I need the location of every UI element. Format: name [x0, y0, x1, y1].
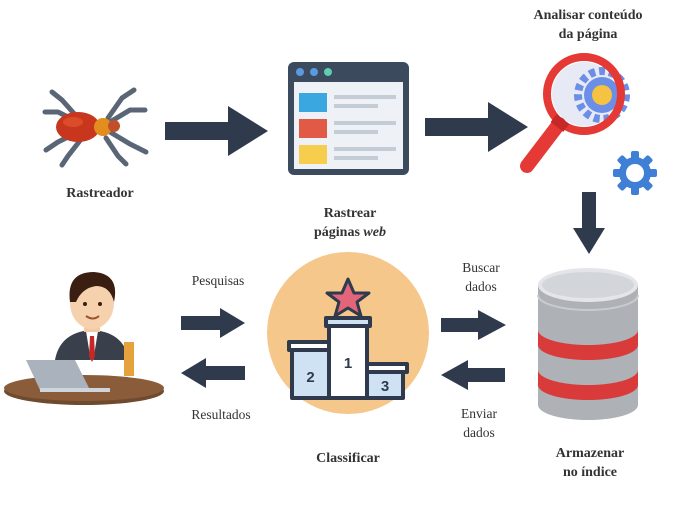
label-send-line1: Enviar: [461, 406, 497, 421]
arrow-results: [181, 358, 245, 388]
podium-first: 1: [343, 355, 353, 372]
label-analyze-line1: Analisar conteúdo: [533, 8, 643, 23]
podium-icon: [267, 252, 429, 414]
label-store-line1: Armazenar: [555, 446, 625, 461]
label-fetch-data: Buscar dados: [446, 258, 516, 296]
arrow-pages-to-analyze: [425, 102, 528, 152]
arrow-send-data: [441, 360, 505, 390]
label-fetch-line2: dados: [465, 279, 497, 294]
label-crawl-line1: Rastrear: [323, 206, 377, 221]
gear-icon: [613, 151, 657, 195]
podium-third: 3: [380, 378, 390, 395]
magnifier-icon: [520, 53, 630, 173]
label-crawl-line2-web: web: [363, 225, 386, 240]
podium-second: 2: [306, 369, 315, 386]
label-searches: Pesquisas: [191, 273, 245, 288]
user-laptop-icon: [4, 272, 164, 405]
label-store: Armazenar no índice: [535, 444, 645, 482]
label-fetch-line1: Buscar: [462, 260, 500, 275]
label-crawl-line2-prefix: páginas: [314, 225, 364, 240]
spider-icon: [42, 87, 149, 168]
label-crawl-pages: Rastrear páginas web: [290, 204, 410, 242]
arrow-fetch-data: [441, 310, 506, 340]
label-store-line2: no índice: [562, 465, 618, 480]
arrow-searches: [181, 308, 245, 338]
label-rank: Classificar: [316, 451, 380, 466]
label-send-line2: dados: [463, 425, 495, 440]
database-icon: [537, 268, 639, 420]
star-icon: [325, 277, 371, 318]
gear-small-icon: [574, 67, 630, 123]
label-analyze-line2: da página: [558, 27, 618, 42]
label-crawler: Rastreador: [66, 186, 134, 201]
label-results: Resultados: [191, 407, 251, 422]
label-analyze: Analisar conteúdo da página: [505, 6, 671, 44]
arrow-crawler-to-pages: [165, 106, 268, 156]
label-send-data: Enviar dados: [444, 404, 514, 442]
webpage-icon: [288, 62, 409, 175]
label-crawl-line2: páginas web: [290, 223, 410, 242]
arrow-analyze-to-store: [573, 192, 605, 254]
